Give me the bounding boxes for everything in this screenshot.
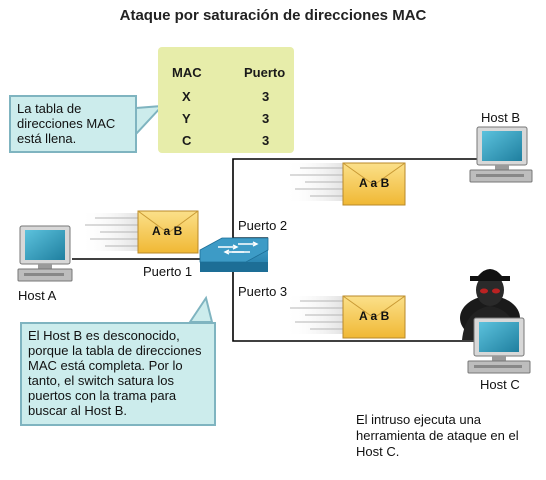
computer-icon-host-c xyxy=(467,317,531,374)
callout-line: La tabla de xyxy=(17,101,82,116)
port-column-header: Puerto xyxy=(244,65,286,80)
port-1-label: Puerto 1 xyxy=(143,264,193,279)
frame-envelope-b xyxy=(342,162,406,206)
mac-cell: Y xyxy=(182,111,191,126)
mac-column-header: MAC xyxy=(172,65,202,80)
callout-line: MAC está completa. Por lo xyxy=(28,358,183,373)
port-cell: 3 xyxy=(262,111,270,126)
mac-cell: C xyxy=(182,133,192,148)
frame-label: A a B xyxy=(359,309,390,323)
frame-envelope-c xyxy=(342,295,406,339)
motion-lines xyxy=(80,163,345,334)
callout-pointer-switch xyxy=(188,295,214,323)
port-cell: 3 xyxy=(262,89,270,104)
mac-cell: X xyxy=(182,89,191,104)
callout-host-b-unknown: El Host B es desconocido, porque la tabl… xyxy=(20,322,216,426)
port-2-label: Puerto 2 xyxy=(238,218,288,233)
intruder-note-line: Host C. xyxy=(356,444,400,459)
switch-icon xyxy=(199,237,269,272)
host-c-label: Host C xyxy=(480,377,520,392)
frame-envelope-a xyxy=(137,210,199,254)
callout-line: tanto, el switch satura los xyxy=(28,373,174,388)
computer-icon-host-a xyxy=(17,225,73,282)
computer-icon-host-b xyxy=(469,126,533,183)
intruder-note-line: El intruso ejecuta una xyxy=(356,412,482,427)
frame-label: A a B xyxy=(359,176,390,190)
frame-label: A a B xyxy=(152,224,183,238)
callout-line: direcciones MAC xyxy=(17,116,116,131)
callout-table-full: La tabla de direcciones MAC está llena. xyxy=(9,95,137,153)
diagram-title: Ataque por saturación de direcciones MAC xyxy=(119,7,427,24)
port-3-label: Puerto 3 xyxy=(238,284,288,299)
intruder-note: El intruso ejecuta una herramienta de at… xyxy=(356,412,519,460)
host-b-label: Host B xyxy=(481,110,521,125)
callout-line: está llena. xyxy=(17,131,77,146)
mac-address-table: MAC Puerto X 3 Y 3 C 3 xyxy=(158,47,294,153)
port-cell: 3 xyxy=(262,133,270,148)
intruder-note-line: herramienta de ataque en el xyxy=(356,428,519,443)
callout-line: El Host B es desconocido, xyxy=(28,328,180,343)
callout-line: puertos con la trama para xyxy=(28,388,177,403)
callout-line: porque la tabla de direcciones xyxy=(28,343,202,358)
host-a-label: Host A xyxy=(18,288,57,303)
callout-line: buscar al Host B. xyxy=(28,403,127,418)
